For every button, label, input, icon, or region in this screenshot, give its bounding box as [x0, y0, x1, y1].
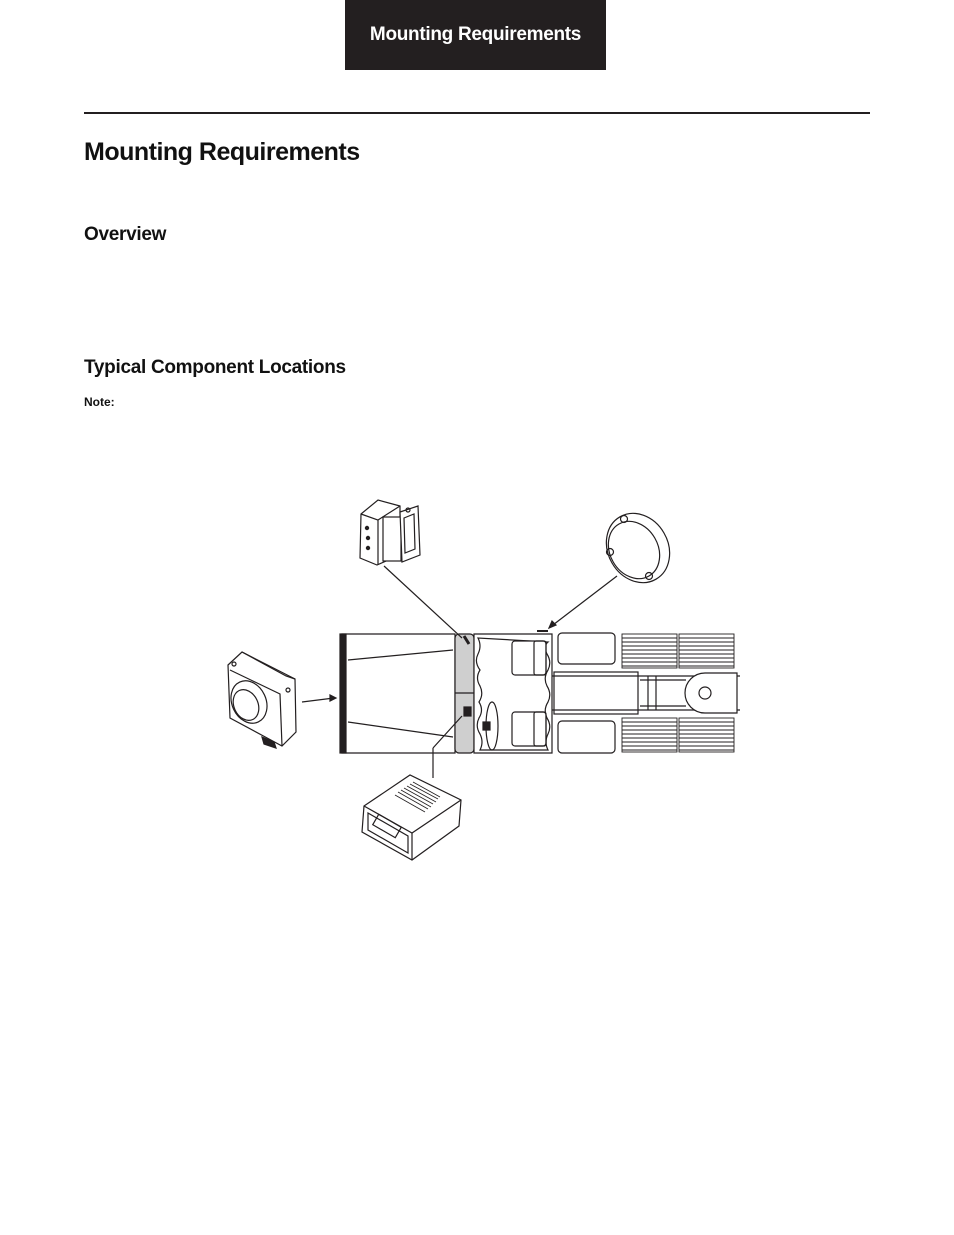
typical-component-locations-heading: Typical Component Locations	[84, 357, 346, 378]
side-sensor-icon	[359, 499, 421, 566]
section-tab-label: Mounting Requirements	[369, 24, 582, 45]
front-radar-sensor-icon	[227, 651, 297, 749]
speaker-icon	[605, 512, 671, 584]
overview-heading: Overview	[84, 224, 167, 245]
section-tab: Mounting Requirements	[345, 0, 606, 70]
page-title: Mounting Requirements	[84, 138, 360, 166]
driver-display-unit-icon	[361, 774, 462, 861]
truck-top-view	[339, 630, 740, 754]
note-label: Note:	[84, 395, 115, 409]
header-rule	[84, 112, 870, 114]
